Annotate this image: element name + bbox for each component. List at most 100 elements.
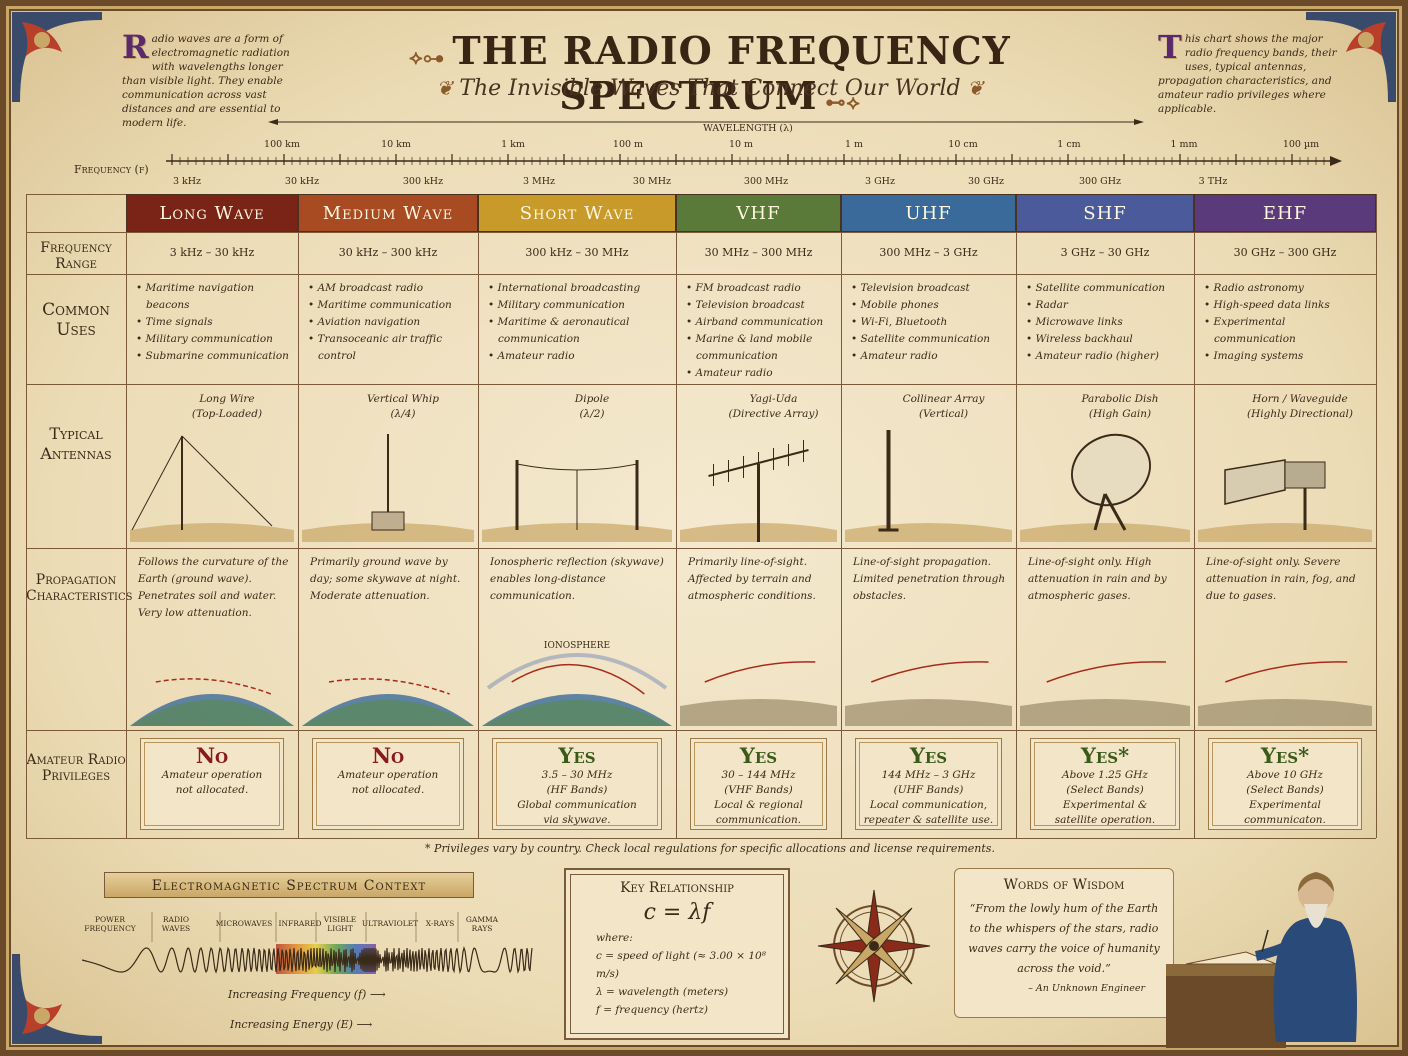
uses-shf: Satellite communicationRadarMicrowave li… <box>1026 280 1186 365</box>
list-item: High-speed data links <box>1204 297 1368 314</box>
row-label-range: Frequency Range <box>40 240 112 272</box>
privilege-detail: 3.5 – 30 MHz <box>541 769 613 781</box>
privilege-detail: Experimental <box>1249 799 1321 811</box>
list-item: Airband communication <box>686 314 833 331</box>
antenna-label-uhf: Collinear Array (Vertical) <box>881 392 1006 422</box>
antenna-ehf-icon <box>1198 459 1372 542</box>
privilege-detail: not allocated. <box>351 784 425 796</box>
privilege-ehf: Yes*Above 10 GHz(Select Bands)Experiment… <box>1208 738 1362 830</box>
em-region-label: GAMMA <box>466 915 499 924</box>
privilege-status: No <box>371 743 405 768</box>
list-item: Maritime communication <box>308 297 470 314</box>
privilege-detail: (UHF Bands) <box>893 784 964 796</box>
list-item: Submarine communication <box>136 348 290 365</box>
drop-cap: T <box>1158 28 1182 66</box>
frequency-tick-label: 30 GHz <box>968 176 1004 187</box>
wavelength-tick-label: 10 m <box>729 139 753 150</box>
drop-cap: R <box>122 28 149 66</box>
frequency-tick-label: 30 MHz <box>633 176 671 187</box>
wavelength-tick-label: 1 m <box>845 139 863 150</box>
band-header-short-wave: Short Wave <box>478 194 676 232</box>
antenna-label-long-wave: Long Wire(Top-Loaded) <box>166 392 288 422</box>
privilege-detail: 30 – 144 MHz <box>721 769 796 781</box>
antenna-label-short-wave: Dipole(λ/2) <box>518 392 666 422</box>
freq-arrow-label: Increasing Frequency (f) ⟶ <box>228 988 386 1001</box>
em-region-label: RAYS <box>472 924 493 933</box>
list-item: Satellite communication <box>851 331 1008 348</box>
key-where: where: <box>596 932 633 944</box>
list-item: Amateur radio <box>686 365 833 382</box>
list-item: Amateur radio <box>488 348 668 365</box>
antenna-vhf-icon <box>680 440 837 542</box>
list-item: Experimental communication <box>1204 314 1368 348</box>
list-item: Amateur radio (higher) <box>1026 348 1186 365</box>
privilege-status: Yes* <box>1260 743 1310 768</box>
privilege-status: Yes* <box>1080 743 1130 768</box>
privilege-detail: Experimental & <box>1062 799 1148 811</box>
svg-text:IONOSPHERE: IONOSPHERE <box>544 641 610 651</box>
em-region-label: LIGHT <box>327 924 352 933</box>
grid-line <box>26 730 1376 731</box>
intro-left-text: adio waves are a form of electromagnetic… <box>122 33 290 129</box>
list-item: Amateur radio <box>851 348 1008 365</box>
list-item: Satellite communication <box>1026 280 1186 297</box>
antenna-label-ehf: Horn / Waveguide(Highly Directional) <box>1234 392 1366 422</box>
list-item: Marine & land mobile communication <box>686 331 833 365</box>
propagation-uhf-icon <box>845 661 1012 726</box>
em-region-label: X-RAYS <box>426 919 454 928</box>
propagation-shf-icon <box>1020 661 1190 726</box>
wavelength-tick-label: 10 cm <box>948 139 977 150</box>
subtitle-text: The Invisible Waves That Connect Our Wor… <box>459 76 961 101</box>
row-label-uses: Common Uses <box>42 300 110 340</box>
antenna-name: Parabolic Dish <box>1081 393 1159 405</box>
row-label-propagation: Propagation Characteristics <box>26 572 133 604</box>
antenna-name: Yagi-Uda <box>749 393 798 405</box>
list-item: International broadcasting <box>488 280 668 297</box>
corner-ornament <box>1306 12 1396 102</box>
grid-line <box>126 194 127 838</box>
propagation-ehf-icon <box>1198 661 1372 726</box>
list-item: Television broadcast <box>851 280 1008 297</box>
list-item: Military communication <box>488 297 668 314</box>
list-item: Transoceanic air traffic control <box>308 331 470 365</box>
antenna-sub: (Vertical) <box>918 408 969 420</box>
privilege-status: Yes <box>909 743 948 768</box>
frequency-tick-label: 300 MHz <box>744 176 788 187</box>
em-region-label: RADIO <box>163 915 189 924</box>
privilege-detail: Local & regional <box>714 799 803 811</box>
list-item: Microwave links <box>1026 314 1186 331</box>
band-header-medium-wave: Medium Wave <box>298 194 478 232</box>
wavelength-tick-label: 100 km <box>264 139 300 150</box>
antenna-label-medium-wave: Vertical Whip(λ/4) <box>338 392 468 422</box>
frequency-label: Frequency (f) <box>74 163 149 176</box>
key-def: c = speed of light (≈ 3.00 × 10⁸ m/s) <box>596 950 766 980</box>
uses-list: Television broadcastMobile phonesWi-Fi, … <box>851 280 1008 365</box>
list-item: FM broadcast radio <box>686 280 833 297</box>
key-def: λ = wavelength (meters) <box>596 986 729 998</box>
uses-ehf: Radio astronomyHigh-speed data linksExpe… <box>1204 280 1368 365</box>
privilege-detail: communicaton. <box>1244 814 1326 826</box>
propagation-uhf: Line-of-sight propagation. Limited penet… <box>853 556 1006 602</box>
list-item: Mobile phones <box>851 297 1008 314</box>
antenna-shf-icon <box>1020 433 1190 542</box>
uses-list: Radio astronomyHigh-speed data linksExpe… <box>1204 280 1368 365</box>
uses-vhf: FM broadcast radioTelevision broadcastAi… <box>686 280 833 382</box>
antenna-short-wave-icon <box>482 460 672 542</box>
footnote: * Privileges vary by country. Check loca… <box>425 842 995 855</box>
row-label-antennas: Typical Antennas <box>40 424 112 463</box>
band-header-shf: SHF <box>1016 194 1194 232</box>
privilege-detail: not allocated. <box>175 784 249 796</box>
uses-short-wave: International broadcastingMilitary commu… <box>488 280 668 365</box>
range-medium-wave: 30 kHz – 300 kHz <box>338 246 438 259</box>
antenna-name: Collinear Array <box>902 393 985 405</box>
privilege-detail: (Select Bands) <box>1066 784 1144 796</box>
wavelength-tick-label: 1 km <box>501 139 525 150</box>
uses-list: Maritime navigation beaconsTime signalsM… <box>136 280 290 365</box>
wavelength-tick-label: 100 µm <box>1283 139 1319 150</box>
